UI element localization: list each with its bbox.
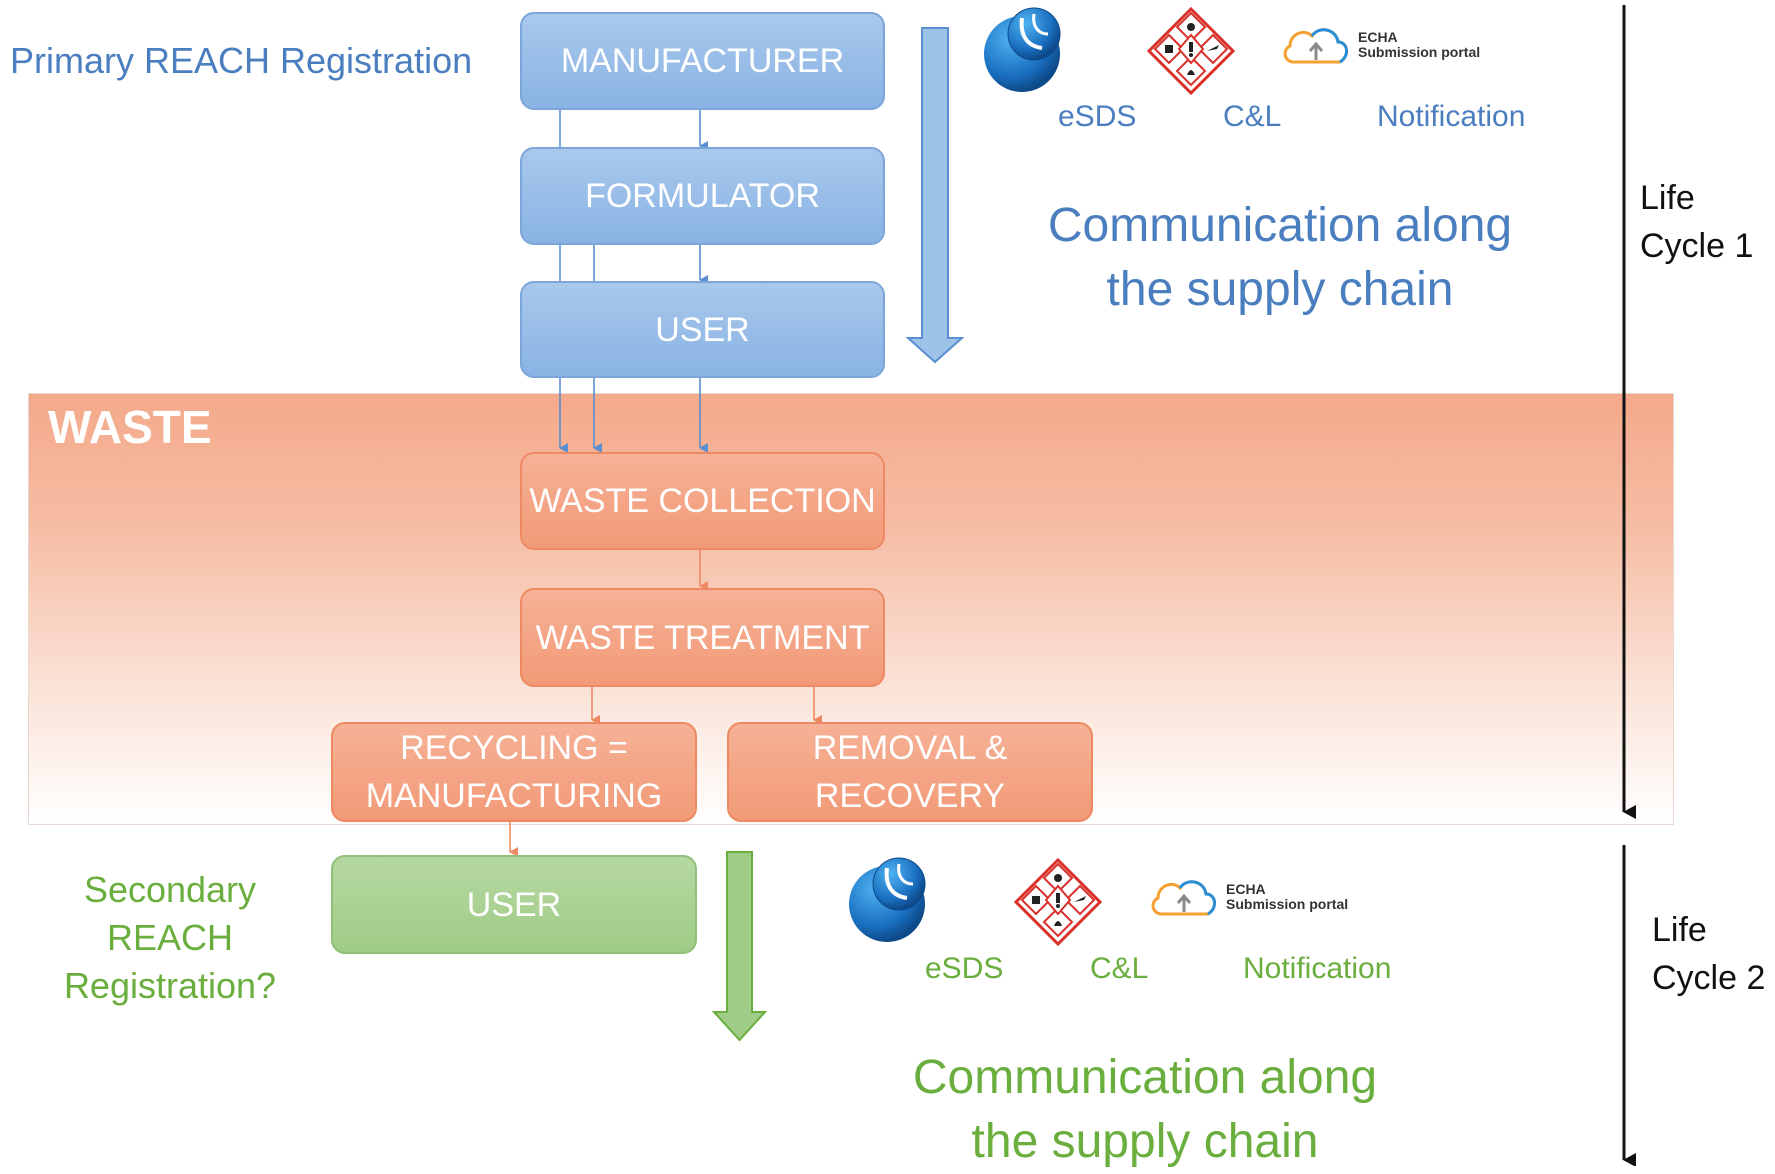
secondary-registration-label: Secondary REACH Registration? bbox=[40, 866, 300, 1010]
secondary-line-3: Registration? bbox=[63, 965, 277, 1006]
life-cycle-1-label: Life Cycle 1 bbox=[1640, 174, 1753, 270]
echa-portal-logo: ECHA Submission portal bbox=[1280, 20, 1530, 70]
removal-recovery-box: REMOVAL & RECOVERY bbox=[727, 722, 1093, 822]
communication-text-bottom: Communication along the supply chain bbox=[885, 1046, 1405, 1174]
recycling-line-1: RECYCLING = bbox=[400, 729, 628, 767]
life-cycle-1-line-1: Life bbox=[1640, 179, 1695, 217]
cloud-upload-icon bbox=[1283, 28, 1348, 64]
supply-chain-arrow-green bbox=[711, 851, 768, 1042]
communication-bottom-line-2: the supply chain bbox=[971, 1115, 1319, 1168]
waste-collection-label: WASTE COLLECTION bbox=[529, 482, 876, 520]
waste-treatment-box: WASTE TREATMENT bbox=[520, 588, 885, 687]
esds-label-bottom: eSDS bbox=[925, 952, 1004, 985]
life-cycle-2-label: Life Cycle 2 bbox=[1652, 906, 1765, 1002]
esds-icon-bottom bbox=[847, 854, 933, 944]
manufacturer-label: MANUFACTURER bbox=[560, 42, 845, 80]
formulator-label: FORMULATOR bbox=[585, 177, 820, 215]
formulator-box: FORMULATOR bbox=[520, 147, 885, 245]
user-box-bottom: USER bbox=[331, 855, 697, 954]
cloud-upload-icon-bottom bbox=[1151, 880, 1216, 916]
communication-line-1: Communication along bbox=[1047, 199, 1513, 252]
submission-portal-text-bottom: Submission portal bbox=[1226, 896, 1349, 912]
supply-chain-arrow-blue bbox=[905, 27, 965, 364]
secondary-line-1: Secondary bbox=[83, 869, 257, 910]
life-cycle-1-line-2: Cycle 1 bbox=[1640, 227, 1754, 265]
echa-logo-text: ECHA bbox=[1358, 29, 1398, 45]
primary-registration-label: Primary REACH Registration bbox=[10, 40, 473, 81]
notification-label: Notification bbox=[1377, 100, 1526, 133]
user-label-bottom: USER bbox=[466, 885, 562, 924]
secondary-line-2: REACH bbox=[106, 917, 234, 958]
waste-treatment-label: WASTE TREATMENT bbox=[535, 618, 870, 657]
notification-label-bottom: Notification bbox=[1243, 952, 1392, 985]
user-box-top: USER bbox=[520, 281, 885, 378]
life-cycle-2-line-1: Life bbox=[1652, 911, 1707, 949]
recycling-line-2: MANUFACTURING bbox=[365, 777, 663, 815]
cl-label: C&L bbox=[1223, 100, 1282, 133]
communication-bottom-line-1: Communication along bbox=[912, 1051, 1378, 1104]
echa-logo-text-bottom: ECHA bbox=[1226, 881, 1266, 897]
cl-label-bottom: C&L bbox=[1090, 952, 1149, 985]
life-cycle-2-line-2: Cycle 2 bbox=[1652, 959, 1766, 997]
user-label-top: USER bbox=[655, 310, 750, 349]
esds-icon bbox=[982, 4, 1068, 94]
communication-line-2: the supply chain bbox=[1106, 263, 1454, 316]
communication-text-top: Communication along the supply chain bbox=[1020, 194, 1540, 322]
ghs-hazard-pictograms-icon-bottom bbox=[1010, 856, 1106, 948]
removal-line-1: REMOVAL & bbox=[812, 729, 1008, 767]
waste-collection-box: WASTE COLLECTION bbox=[520, 452, 885, 550]
recycling-box: RECYCLING = MANUFACTURING bbox=[331, 722, 697, 822]
submission-portal-text: Submission portal bbox=[1358, 44, 1481, 60]
waste-title: WASTE bbox=[48, 401, 212, 453]
echa-portal-logo-bottom: ECHA Submission portal bbox=[1148, 872, 1398, 922]
manufacturer-box: MANUFACTURER bbox=[520, 12, 885, 110]
removal-line-2: RECOVERY bbox=[814, 777, 1006, 815]
esds-label: eSDS bbox=[1058, 100, 1137, 133]
ghs-hazard-pictograms-icon bbox=[1143, 5, 1239, 97]
